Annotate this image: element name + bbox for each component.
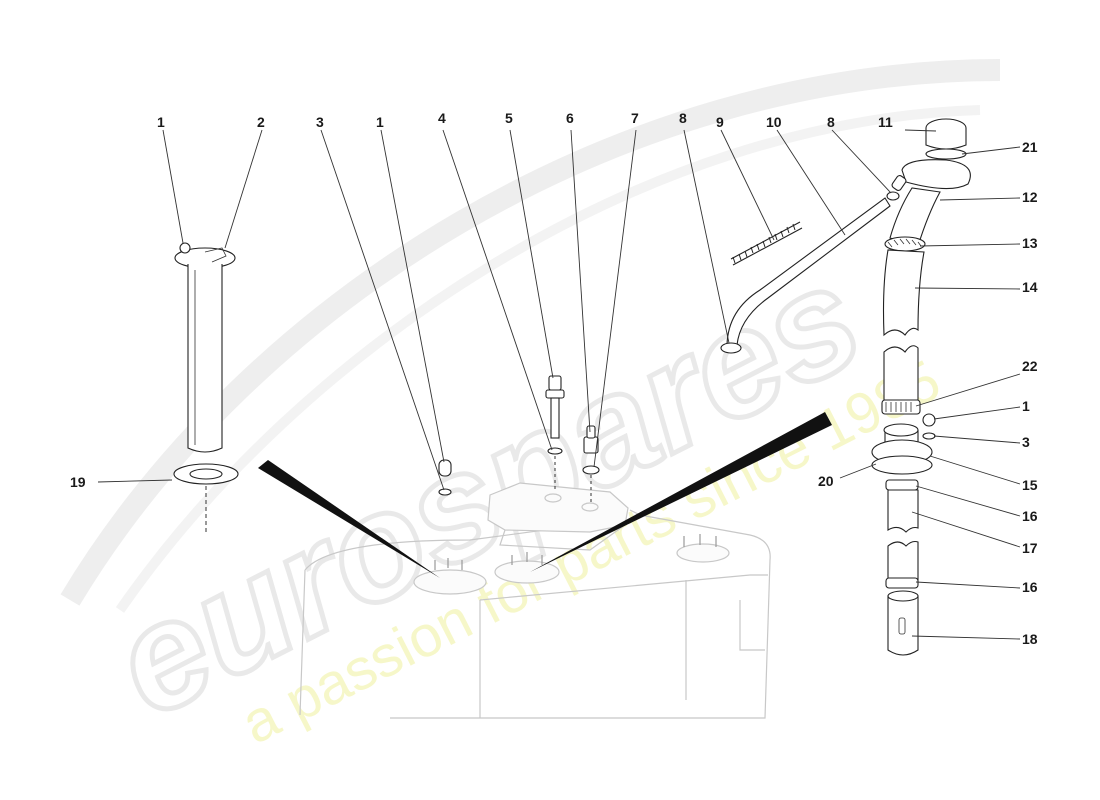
sender-cap [179, 242, 191, 254]
sender-connector [204, 247, 227, 263]
fitting-plug-3 [438, 459, 452, 477]
callout-16-b: 16 [1022, 579, 1038, 595]
hose-clamp-22-ridges [885, 402, 912, 412]
sender-tube [187, 264, 223, 453]
tank-vent-flange [676, 543, 730, 563]
callout-10: 10 [766, 114, 782, 130]
hose-clamp-13-ridges [887, 238, 922, 248]
hose-10 [726, 197, 891, 346]
callout-12: 12 [1022, 189, 1038, 205]
watermark-swoosh [60, 59, 1001, 606]
valve-5-collar [545, 389, 565, 399]
hose-clamp-16-top [885, 479, 919, 491]
callout-5: 5 [505, 110, 513, 126]
valve-5-head [548, 375, 562, 391]
filler-hose-17 [887, 489, 919, 533]
leader-lines [97, 129, 1021, 640]
callout-1-left: 1 [157, 114, 165, 130]
tank-pump-flange [413, 569, 487, 595]
filler-neck-assembly [871, 118, 971, 656]
filler-flange-12 [901, 159, 971, 190]
callout-6: 6 [566, 110, 574, 126]
pointer-wedge-pump [258, 460, 440, 578]
tank-body-outline [299, 509, 771, 719]
filler-pipe-18-rim [887, 590, 919, 602]
callout-14: 14 [1022, 279, 1038, 295]
pointer-wedge-filler [530, 412, 832, 572]
callout-3: 3 [316, 114, 324, 130]
fuel-sender-assembly [173, 242, 239, 535]
callout-11: 11 [878, 114, 893, 130]
tank-filler-flange [494, 560, 560, 584]
tank-dome-port-b [581, 502, 599, 512]
callout-15: 15 [1022, 477, 1038, 493]
callout-21: 21 [1022, 139, 1038, 155]
filler-hose-17-lower [887, 540, 919, 581]
filler-hose-14 [882, 249, 925, 337]
seal-3-right [922, 432, 936, 440]
callout-13: 13 [1022, 235, 1038, 251]
callout-19: 19 [70, 474, 86, 490]
tank-dome-port-a [544, 493, 562, 503]
callout-1-mid: 1 [376, 114, 384, 130]
tank-side-edge [685, 580, 765, 700]
callout-8-b: 8 [827, 114, 835, 130]
callout-9: 9 [716, 114, 724, 130]
callout-20: 20 [818, 473, 834, 489]
valve-5-stem [550, 397, 560, 439]
seal-4 [547, 447, 563, 455]
clamp-8-bottom [720, 342, 742, 354]
fitting-seal-1 [438, 488, 452, 496]
clamp-8-top [886, 191, 900, 201]
callout-labels: 1 2 3 1 4 5 6 7 8 9 10 8 11 21 12 13 14 … [70, 110, 1038, 647]
callout-3-right: 3 [1022, 434, 1030, 450]
callout-1-right: 1 [1022, 398, 1030, 414]
spring-9 [730, 221, 803, 266]
callout-8-a: 8 [679, 110, 687, 126]
callout-7: 7 [631, 110, 639, 126]
vent-hoses [720, 191, 900, 354]
cap-seal-21 [925, 148, 967, 160]
cap-1-right [922, 413, 936, 427]
fuel-tank [299, 482, 771, 719]
filler-pipe-18 [887, 595, 919, 656]
hose-clamp-16-bottom [885, 577, 919, 589]
connector-6-nipple [586, 425, 596, 439]
watermark-swoosh-inner [115, 105, 981, 613]
sender-gasket-hole [189, 468, 223, 480]
tank-front-face [479, 574, 768, 718]
filler-hose-14-lower [883, 345, 919, 401]
callout-22: 22 [1022, 358, 1038, 374]
flange-gasket-20 [871, 455, 933, 475]
callout-4: 4 [438, 110, 446, 126]
spring-9-coils [732, 223, 796, 264]
breather-port [891, 175, 907, 191]
callout-2: 2 [257, 114, 265, 130]
callout-18: 18 [1022, 631, 1038, 647]
tank-studs [434, 534, 717, 570]
small-fittings [438, 375, 600, 505]
callout-17: 17 [1022, 540, 1038, 556]
tank-dome-side [499, 524, 626, 551]
filler-pipe-top-rim [883, 423, 919, 437]
callout-16-a: 16 [1022, 508, 1038, 524]
seal-7 [582, 465, 600, 475]
filler-pipe-18-slot [898, 617, 906, 635]
